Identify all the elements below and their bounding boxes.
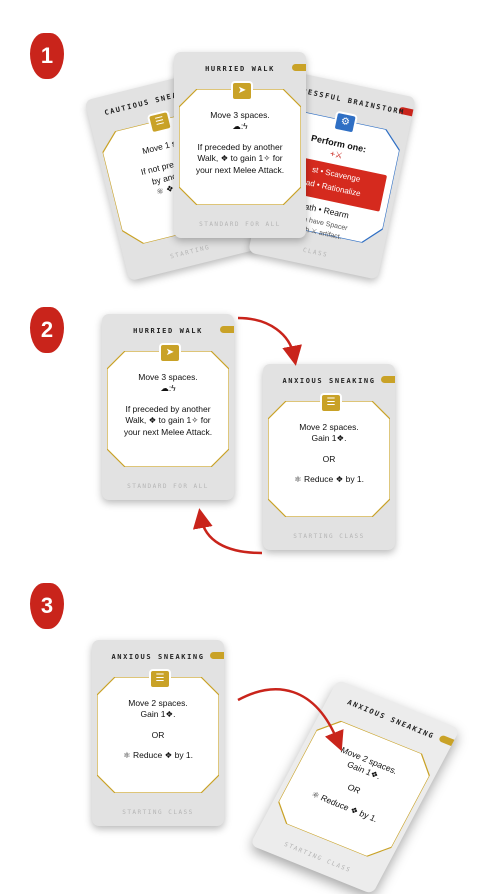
card-anxious-sneaking-new[interactable]: ANXIOUS SNEAKING ☰ Move 2 spaces. Gain 1… — [263, 364, 395, 550]
card-anxious-sneaking-rotated[interactable]: ANXIOUS SNEAKING Move 2 spaces. Gain 1❖.… — [249, 679, 461, 894]
card-text: If preceded by another Walk, ❖ to gain 1… — [123, 403, 213, 437]
walk-icon: ➤ — [159, 343, 181, 363]
card-text: Move 3 spaces. — [138, 372, 198, 382]
card-text: If preceded by another Walk, ❖ to gain 1… — [195, 141, 285, 175]
card-text: Gain 1❖. — [140, 709, 176, 720]
walk-icon: ➤ — [231, 81, 253, 101]
card-hurried-walk[interactable]: HURRIED WALK ➤ Move 3 spaces. ☁:ϟ If pre… — [174, 52, 306, 238]
card-title: HURRIED WALK — [133, 327, 203, 335]
card-text: OR — [151, 729, 165, 740]
swap-arrow-bottom — [192, 508, 263, 555]
card-text: ☁:ϟ — [232, 121, 248, 132]
step-1-marker: 1 — [30, 33, 64, 79]
step-2-marker: 2 — [30, 307, 64, 353]
card-text: Gain 1❖. — [311, 433, 347, 444]
flip-arrow — [237, 688, 344, 752]
card-text: ⚛ Reduce ❖ by 1. — [122, 750, 194, 761]
card-footer: STANDARD FOR ALL — [199, 221, 281, 228]
card-text: Move 2 spaces. — [128, 698, 188, 708]
sneak-icon: ☰ — [149, 669, 171, 689]
card-text: Move 3 spaces. — [210, 110, 270, 120]
card-text: OR — [322, 453, 336, 464]
card-title: ANXIOUS SNEAKING — [282, 377, 376, 385]
card-anxious-sneaking[interactable]: ANXIOUS SNEAKING ☰ Move 2 spaces. Gain 1… — [92, 640, 224, 826]
card-text: ☁:ϟ — [160, 383, 176, 394]
card-footer: STARTING CLASS — [293, 533, 365, 540]
card-footer: STANDARD FOR ALL — [127, 483, 209, 490]
sneak-icon: ☰ — [320, 393, 342, 413]
card-title: ANXIOUS SNEAKING — [111, 653, 205, 661]
card-footer: STARTING CLASS — [122, 809, 194, 816]
card-hurried-walk-played[interactable]: HURRIED WALK ➤ Move 3 spaces. ☁:ϟ If pre… — [102, 314, 234, 500]
card-title: HURRIED WALK — [205, 65, 275, 73]
step-3-marker: 3 — [30, 583, 64, 629]
swap-arrow-top — [237, 316, 302, 366]
card-text: Move 2 spaces. — [299, 422, 359, 432]
card-text: ⚛ Reduce ❖ by 1. — [293, 474, 365, 485]
